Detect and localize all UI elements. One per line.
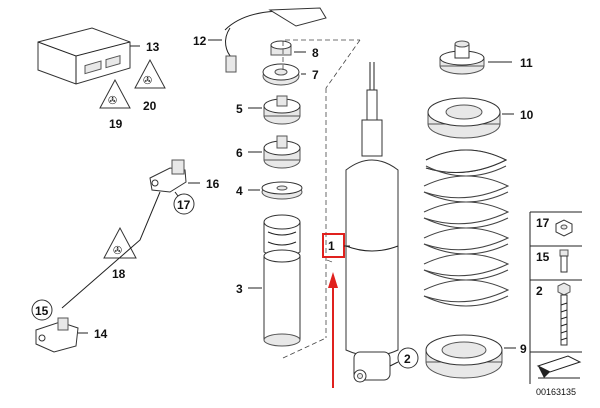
wiring-harness: [224, 7, 327, 73]
label-1: 1: [328, 239, 335, 253]
warning-label-19: ✇: [99, 78, 131, 109]
nut-icon: [555, 219, 573, 237]
label-10: 10: [520, 108, 534, 122]
stop-11: [439, 40, 485, 75]
callout-circle-2: [397, 347, 419, 369]
label-11: 11: [520, 56, 533, 70]
label-17: 17: [177, 198, 191, 212]
bushing-6: [263, 135, 301, 169]
label-5: 5: [236, 102, 243, 116]
long-bolt-icon: [557, 282, 571, 346]
direction-arrow-icon: [536, 355, 582, 379]
label-16: 16: [206, 177, 220, 191]
ride-height-sensor: [149, 159, 187, 193]
callout-circle-15: [31, 299, 53, 321]
cap-8: [270, 40, 292, 56]
legend-label-2: 2: [536, 284, 543, 298]
svg-text:✇: ✇: [143, 74, 152, 87]
label-9: 9: [520, 342, 527, 356]
bushing-5: [263, 95, 301, 125]
label-15: 15: [35, 304, 49, 318]
coil-spring: [423, 149, 510, 307]
label-7: 7: [312, 68, 319, 82]
label-20: 20: [143, 99, 157, 113]
mount-7: [262, 63, 300, 86]
label-3: 3: [236, 282, 243, 296]
label-4: 4: [236, 184, 243, 198]
short-bolt-icon: [559, 249, 569, 273]
callout-circle-17: [173, 193, 195, 215]
washer-4: [261, 181, 303, 200]
legend-label-15: 15: [536, 250, 550, 264]
bump-stop-3: [263, 214, 301, 347]
label-12: 12: [193, 34, 207, 48]
control-module: [37, 27, 131, 85]
svg-text:✇: ✇: [108, 94, 117, 107]
label-14: 14: [94, 327, 108, 341]
label-18: 18: [112, 267, 126, 281]
legend-label-17: 17: [536, 216, 550, 230]
diagram-code: 00163135: [536, 387, 576, 397]
sensor-bracket: [35, 317, 79, 353]
highlight-arrow: [328, 272, 338, 388]
label-19: 19: [109, 117, 123, 131]
shock-absorber: [345, 62, 399, 383]
svg-text:✇: ✇: [113, 244, 122, 257]
label-2: 2: [404, 352, 411, 366]
warning-label-18: ✇: [103, 226, 137, 259]
warning-label-20: ✇: [134, 58, 166, 89]
spring-pad-10: [427, 97, 501, 139]
label-8: 8: [312, 46, 319, 60]
label-13: 13: [146, 40, 160, 54]
hardware-legend: [529, 211, 582, 384]
spring-seat-9: [425, 334, 503, 379]
label-6: 6: [236, 146, 243, 160]
